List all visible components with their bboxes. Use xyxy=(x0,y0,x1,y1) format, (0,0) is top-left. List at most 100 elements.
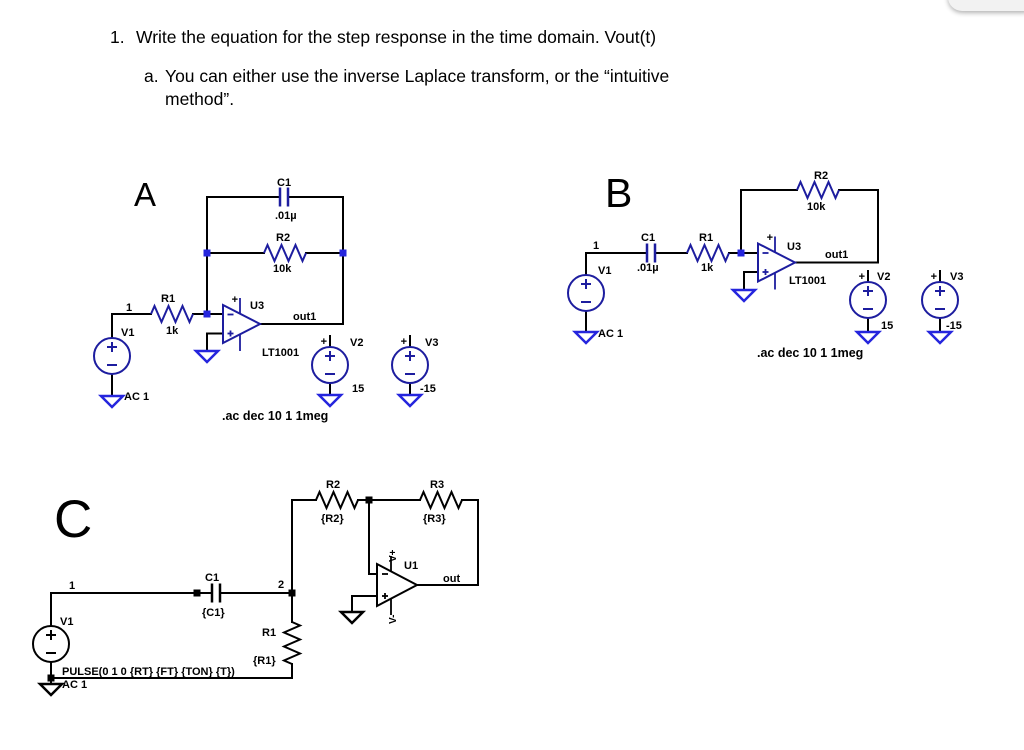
question-sub-line1: You can either use the inverse Laplace t… xyxy=(165,66,670,86)
pulse-spec-v1-c: PULSE(0 1 0 {RT} {FT} {TON} {T}) xyxy=(62,666,235,678)
spice-directive-a: .ac dec 10 1 1meg xyxy=(222,409,328,423)
spice-directive-b: .ac dec 10 1 1meg xyxy=(757,346,863,360)
ground-icon xyxy=(339,610,365,625)
label-v2-b: V2 xyxy=(877,271,890,283)
ground-icon xyxy=(317,393,343,408)
question-number: 1. xyxy=(110,27,125,47)
value-c1-b: .01µ xyxy=(637,262,659,274)
node-label-out1-a: out1 xyxy=(293,311,316,323)
vplus-mark-v2-b: + xyxy=(859,271,865,283)
vsource-v2-a xyxy=(311,346,349,384)
vsource-v1-c xyxy=(32,625,70,663)
node-label-out-c: out xyxy=(443,573,460,585)
node-junction xyxy=(203,249,211,257)
resistor-r3-c xyxy=(419,491,463,509)
model-u3-a: LT1001 xyxy=(262,347,299,359)
label-v1-b: V1 xyxy=(598,265,611,277)
node-label-1-c: 1 xyxy=(69,580,75,592)
node-junction xyxy=(339,249,347,257)
label-r3-c: R3 xyxy=(430,479,444,491)
label-v3-a: V3 xyxy=(425,337,438,349)
node-junction xyxy=(737,249,745,257)
node-junction xyxy=(193,589,201,597)
opamp-vplus-mark-b: + xyxy=(767,232,773,244)
ground-icon xyxy=(99,394,125,409)
vplus-mark-v2-a: + xyxy=(321,336,327,348)
ac-spec-v1-c: AC 1 xyxy=(62,679,87,691)
circuit-b-title: B xyxy=(605,170,632,216)
label-r2-a: R2 xyxy=(276,232,290,244)
ground-icon xyxy=(38,682,64,697)
capacitor-c1-b xyxy=(645,242,657,264)
circuit-a-wires xyxy=(111,196,411,397)
circuit-a: A C1 .01µ R2 10k 1 R1 1k V1 AC 1 + U3 LT… xyxy=(93,176,438,423)
model-u3-b: LT1001 xyxy=(789,275,826,287)
label-c1-b: C1 xyxy=(641,232,655,244)
circuit-c-title: C xyxy=(54,490,92,549)
value-c1-c: {C1} xyxy=(202,607,225,619)
question-sub-line2: method”. xyxy=(165,89,235,109)
label-r1-c: R1 xyxy=(262,627,276,639)
capacitor-c1-c xyxy=(210,582,222,604)
label-r1-a: R1 xyxy=(161,293,175,305)
value-r3-c: {R3} xyxy=(423,513,446,525)
ground-icon xyxy=(855,330,881,345)
value-r1-b: 1k xyxy=(701,262,714,274)
label-c1-a: C1 xyxy=(277,177,291,189)
label-v2-a: V2 xyxy=(350,337,363,349)
circuit-c-wires xyxy=(50,499,479,685)
circuit-c: C 1 2 C1 {C1} R2 {R2} R3 {R3} U1 V+ V- o… xyxy=(32,479,479,697)
circuit-b-wires xyxy=(585,189,941,333)
value-v3-a: -15 xyxy=(420,383,436,395)
label-c1-c: C1 xyxy=(205,572,219,584)
node-junction xyxy=(203,310,211,318)
value-v2-b: 15 xyxy=(881,320,893,332)
ground-icon xyxy=(194,349,220,364)
value-v2-a: 15 xyxy=(352,383,364,395)
ground-icon xyxy=(397,393,423,408)
node-junction xyxy=(365,496,373,504)
value-v3-b: -15 xyxy=(946,320,962,332)
vsource-v3-b xyxy=(921,281,959,319)
node-label-1-b: 1 xyxy=(593,240,599,252)
circuit-a-title: A xyxy=(134,176,156,213)
node-label-1-a: 1 xyxy=(126,302,132,314)
label-v3-b: V3 xyxy=(950,271,963,283)
value-c1-a: .01µ xyxy=(275,210,297,222)
node-junction xyxy=(288,589,296,597)
resistor-r1-c xyxy=(283,621,301,665)
opamp-vplus-label-c: V+ xyxy=(388,549,399,562)
value-v1-a: AC 1 xyxy=(124,391,149,403)
value-r2-c: {R2} xyxy=(321,513,344,525)
ground-icon xyxy=(573,330,599,345)
floating-card-corner xyxy=(948,0,1024,11)
question-sub-letter: a. xyxy=(144,66,159,86)
value-r1-a: 1k xyxy=(166,325,179,337)
label-u3-b: U3 xyxy=(787,241,801,253)
label-r2-c: R2 xyxy=(326,479,340,491)
question-text: Write the equation for the step response… xyxy=(136,27,657,47)
ground-icon xyxy=(927,330,953,345)
circuit-b: B 1 C1 .01µ R1 1k R2 10k + U3 LT1001 out… xyxy=(567,170,963,360)
resistor-r2-c xyxy=(315,491,359,509)
resistor-r2-b xyxy=(796,181,840,199)
value-v1-b: AC 1 xyxy=(598,328,623,340)
vsource-v1-b xyxy=(567,274,605,312)
resistor-r1-a xyxy=(150,305,194,323)
vplus-mark-v3-a: + xyxy=(401,336,407,348)
vsource-v1-a xyxy=(93,337,131,375)
label-v1-a: V1 xyxy=(121,327,134,339)
ground-icon xyxy=(731,288,757,303)
node-label-out1-b: out1 xyxy=(825,249,848,261)
label-v1-c: V1 xyxy=(60,616,73,628)
opamp-vminus-label-c: V- xyxy=(388,615,399,624)
capacitor-c1-a xyxy=(278,186,290,208)
label-r2-b: R2 xyxy=(814,170,828,182)
vsource-v3-a xyxy=(391,346,429,384)
resistor-r2-a xyxy=(263,244,307,262)
vsource-v2-b xyxy=(849,281,887,319)
label-u1-c: U1 xyxy=(404,560,418,572)
label-r1-b: R1 xyxy=(699,232,713,244)
